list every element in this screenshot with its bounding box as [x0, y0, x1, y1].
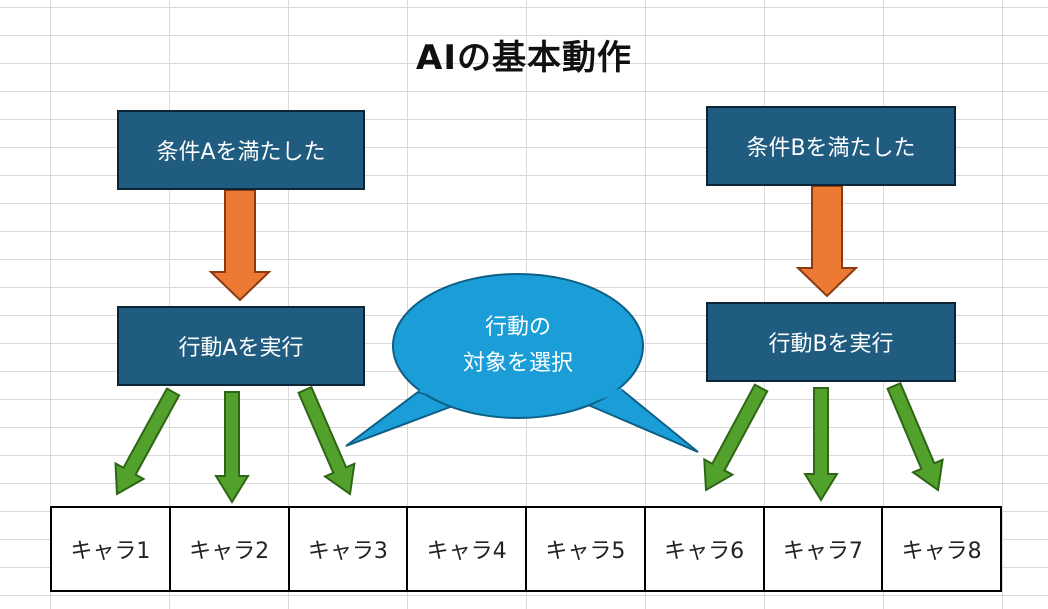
- character-cell-5: キャラ5: [527, 508, 646, 590]
- green-diagonal-arrow-3: [297, 385, 356, 496]
- orange-down-arrow-b: [795, 185, 859, 298]
- character-row: キャラ1 キャラ2 キャラ3 キャラ4 キャラ5 キャラ6 キャラ7 キャラ8: [50, 506, 1002, 592]
- condition-a-box: 条件Aを満たした: [117, 110, 365, 190]
- bubble-line-2: 対象を選択: [462, 351, 573, 376]
- action-a-box: 行動Aを実行: [117, 306, 365, 386]
- orange-down-arrow-a: [208, 189, 272, 302]
- green-diagonal-arrow-4: [703, 383, 769, 492]
- character-cell-7: キャラ7: [765, 508, 884, 590]
- character-cell-2: キャラ2: [171, 508, 290, 590]
- green-diagonal-arrow-6: [886, 381, 944, 492]
- diagram-title: AIの基本動作: [416, 38, 632, 78]
- green-arrow-group: [114, 381, 944, 504]
- character-cell-1: キャラ1: [52, 508, 171, 590]
- green-diagonal-arrow-1: [114, 387, 181, 496]
- speech-bubble: [345, 273, 699, 453]
- character-cell-3: キャラ3: [290, 508, 409, 590]
- green-diagonal-arrow-2: [214, 391, 250, 504]
- character-cell-4: キャラ4: [408, 508, 527, 590]
- character-cell-8: キャラ8: [901, 539, 982, 564]
- condition-b-box: 条件Bを満たした: [706, 106, 956, 186]
- bubble-line-1: 行動の: [484, 315, 551, 340]
- character-cell-6: キャラ6: [646, 508, 765, 590]
- green-diagonal-arrow-5: [803, 387, 839, 502]
- bubble-text: 行動の 対象を選択: [430, 310, 606, 382]
- action-b-box: 行動Bを実行: [706, 302, 956, 382]
